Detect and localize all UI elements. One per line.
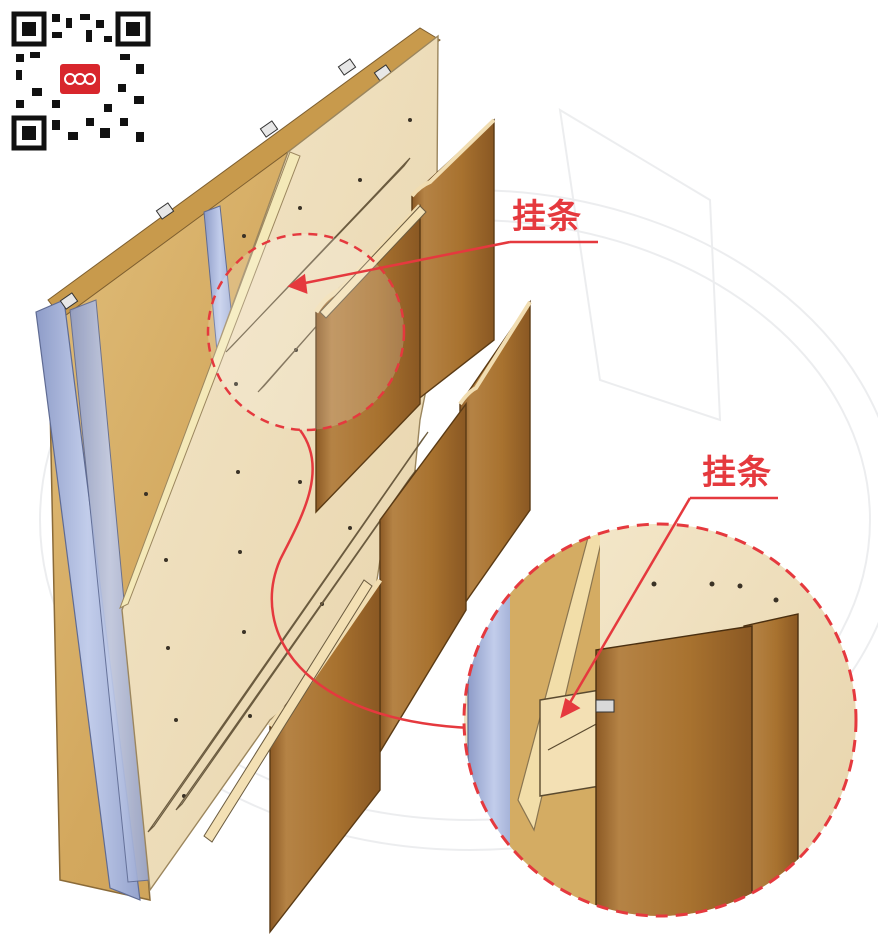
qr-code-icon xyxy=(11,11,151,151)
callout-label-hanging-strip-top: 挂条 xyxy=(512,197,582,237)
lower-loose-strip xyxy=(203,579,373,843)
board-edge-strip xyxy=(119,151,301,610)
detail-highlight-circle xyxy=(206,232,406,432)
zoom-connector-line xyxy=(270,429,471,730)
zoom-cladding-front xyxy=(595,625,753,916)
callout-label-hanging-strip-bottom: 挂条 xyxy=(702,453,772,493)
zoom-detail-circle xyxy=(462,522,858,918)
lower-cladding-panels xyxy=(203,299,532,935)
callout-leaders xyxy=(287,240,778,719)
top-clips xyxy=(59,58,393,310)
steel-stud-left xyxy=(35,299,141,901)
